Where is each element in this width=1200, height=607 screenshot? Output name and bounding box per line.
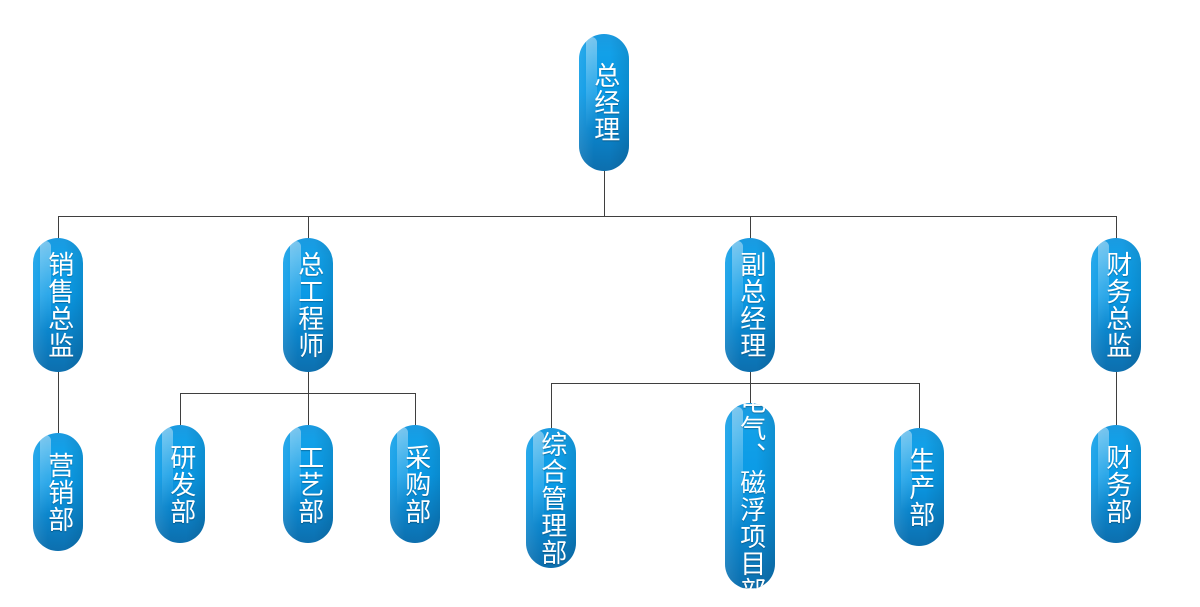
node-chief-engineer[interactable]: 总工程师 bbox=[283, 238, 333, 372]
node-label: 电气、磁浮项目部 bbox=[735, 403, 766, 589]
node-label: 财务部 bbox=[1101, 443, 1132, 525]
node-label: 工艺部 bbox=[293, 443, 324, 525]
node-rd-dept[interactable]: 研发部 bbox=[155, 425, 205, 543]
node-production-dept[interactable]: 生产部 bbox=[894, 428, 944, 546]
connector-drop-purchasing-dept bbox=[415, 393, 416, 425]
node-finance-director[interactable]: 财务总监 bbox=[1091, 238, 1141, 372]
node-label: 综合管理部 bbox=[536, 430, 567, 566]
connector-gm-down bbox=[604, 170, 605, 216]
connector-chief-engineer-bus bbox=[180, 393, 415, 394]
node-label: 生产部 bbox=[904, 446, 935, 528]
node-electrical-maglev-project-dept[interactable]: 电气、磁浮项目部 bbox=[725, 403, 775, 589]
connector-drop-finance-director bbox=[1116, 216, 1117, 239]
node-deputy-general-manager[interactable]: 副总经理 bbox=[725, 238, 775, 372]
connector-drop-rd-dept bbox=[180, 393, 181, 425]
connector-deputy-gm-bus bbox=[551, 383, 919, 384]
node-general-manager[interactable]: 总经理 bbox=[579, 34, 629, 171]
node-label: 总经理 bbox=[589, 62, 620, 143]
connector-finance-to-finance-dept bbox=[1116, 371, 1117, 425]
node-sales-director[interactable]: 销售总监 bbox=[33, 238, 83, 372]
connector-deputy-gm-down bbox=[750, 371, 751, 383]
node-purchasing-dept[interactable]: 采购部 bbox=[390, 425, 440, 543]
connector-drop-production-dept bbox=[919, 383, 920, 428]
connector-drop-process-dept bbox=[308, 393, 309, 425]
node-label: 总工程师 bbox=[293, 251, 324, 359]
node-label: 财务总监 bbox=[1101, 251, 1132, 359]
connector-level2-bus bbox=[58, 216, 1116, 217]
connector-chief-engineer-down bbox=[308, 371, 309, 393]
node-label: 销售总监 bbox=[43, 251, 74, 359]
connector-drop-deputy-gm bbox=[750, 216, 751, 239]
node-finance-dept[interactable]: 财务部 bbox=[1091, 425, 1141, 543]
connector-drop-electrical-maglev-dept bbox=[750, 383, 751, 403]
connector-drop-chief-engineer bbox=[308, 216, 309, 239]
node-label: 研发部 bbox=[165, 443, 196, 525]
node-label: 副总经理 bbox=[735, 251, 766, 359]
node-label: 采购部 bbox=[400, 443, 431, 525]
node-label: 营销部 bbox=[43, 451, 74, 533]
connector-drop-sales-director bbox=[58, 216, 59, 239]
node-marketing-dept[interactable]: 营销部 bbox=[33, 433, 83, 551]
node-process-dept[interactable]: 工艺部 bbox=[283, 425, 333, 543]
node-general-admin-dept[interactable]: 综合管理部 bbox=[526, 428, 576, 568]
connector-sales-to-marketing bbox=[58, 371, 59, 433]
connector-drop-general-admin-dept bbox=[551, 383, 552, 428]
